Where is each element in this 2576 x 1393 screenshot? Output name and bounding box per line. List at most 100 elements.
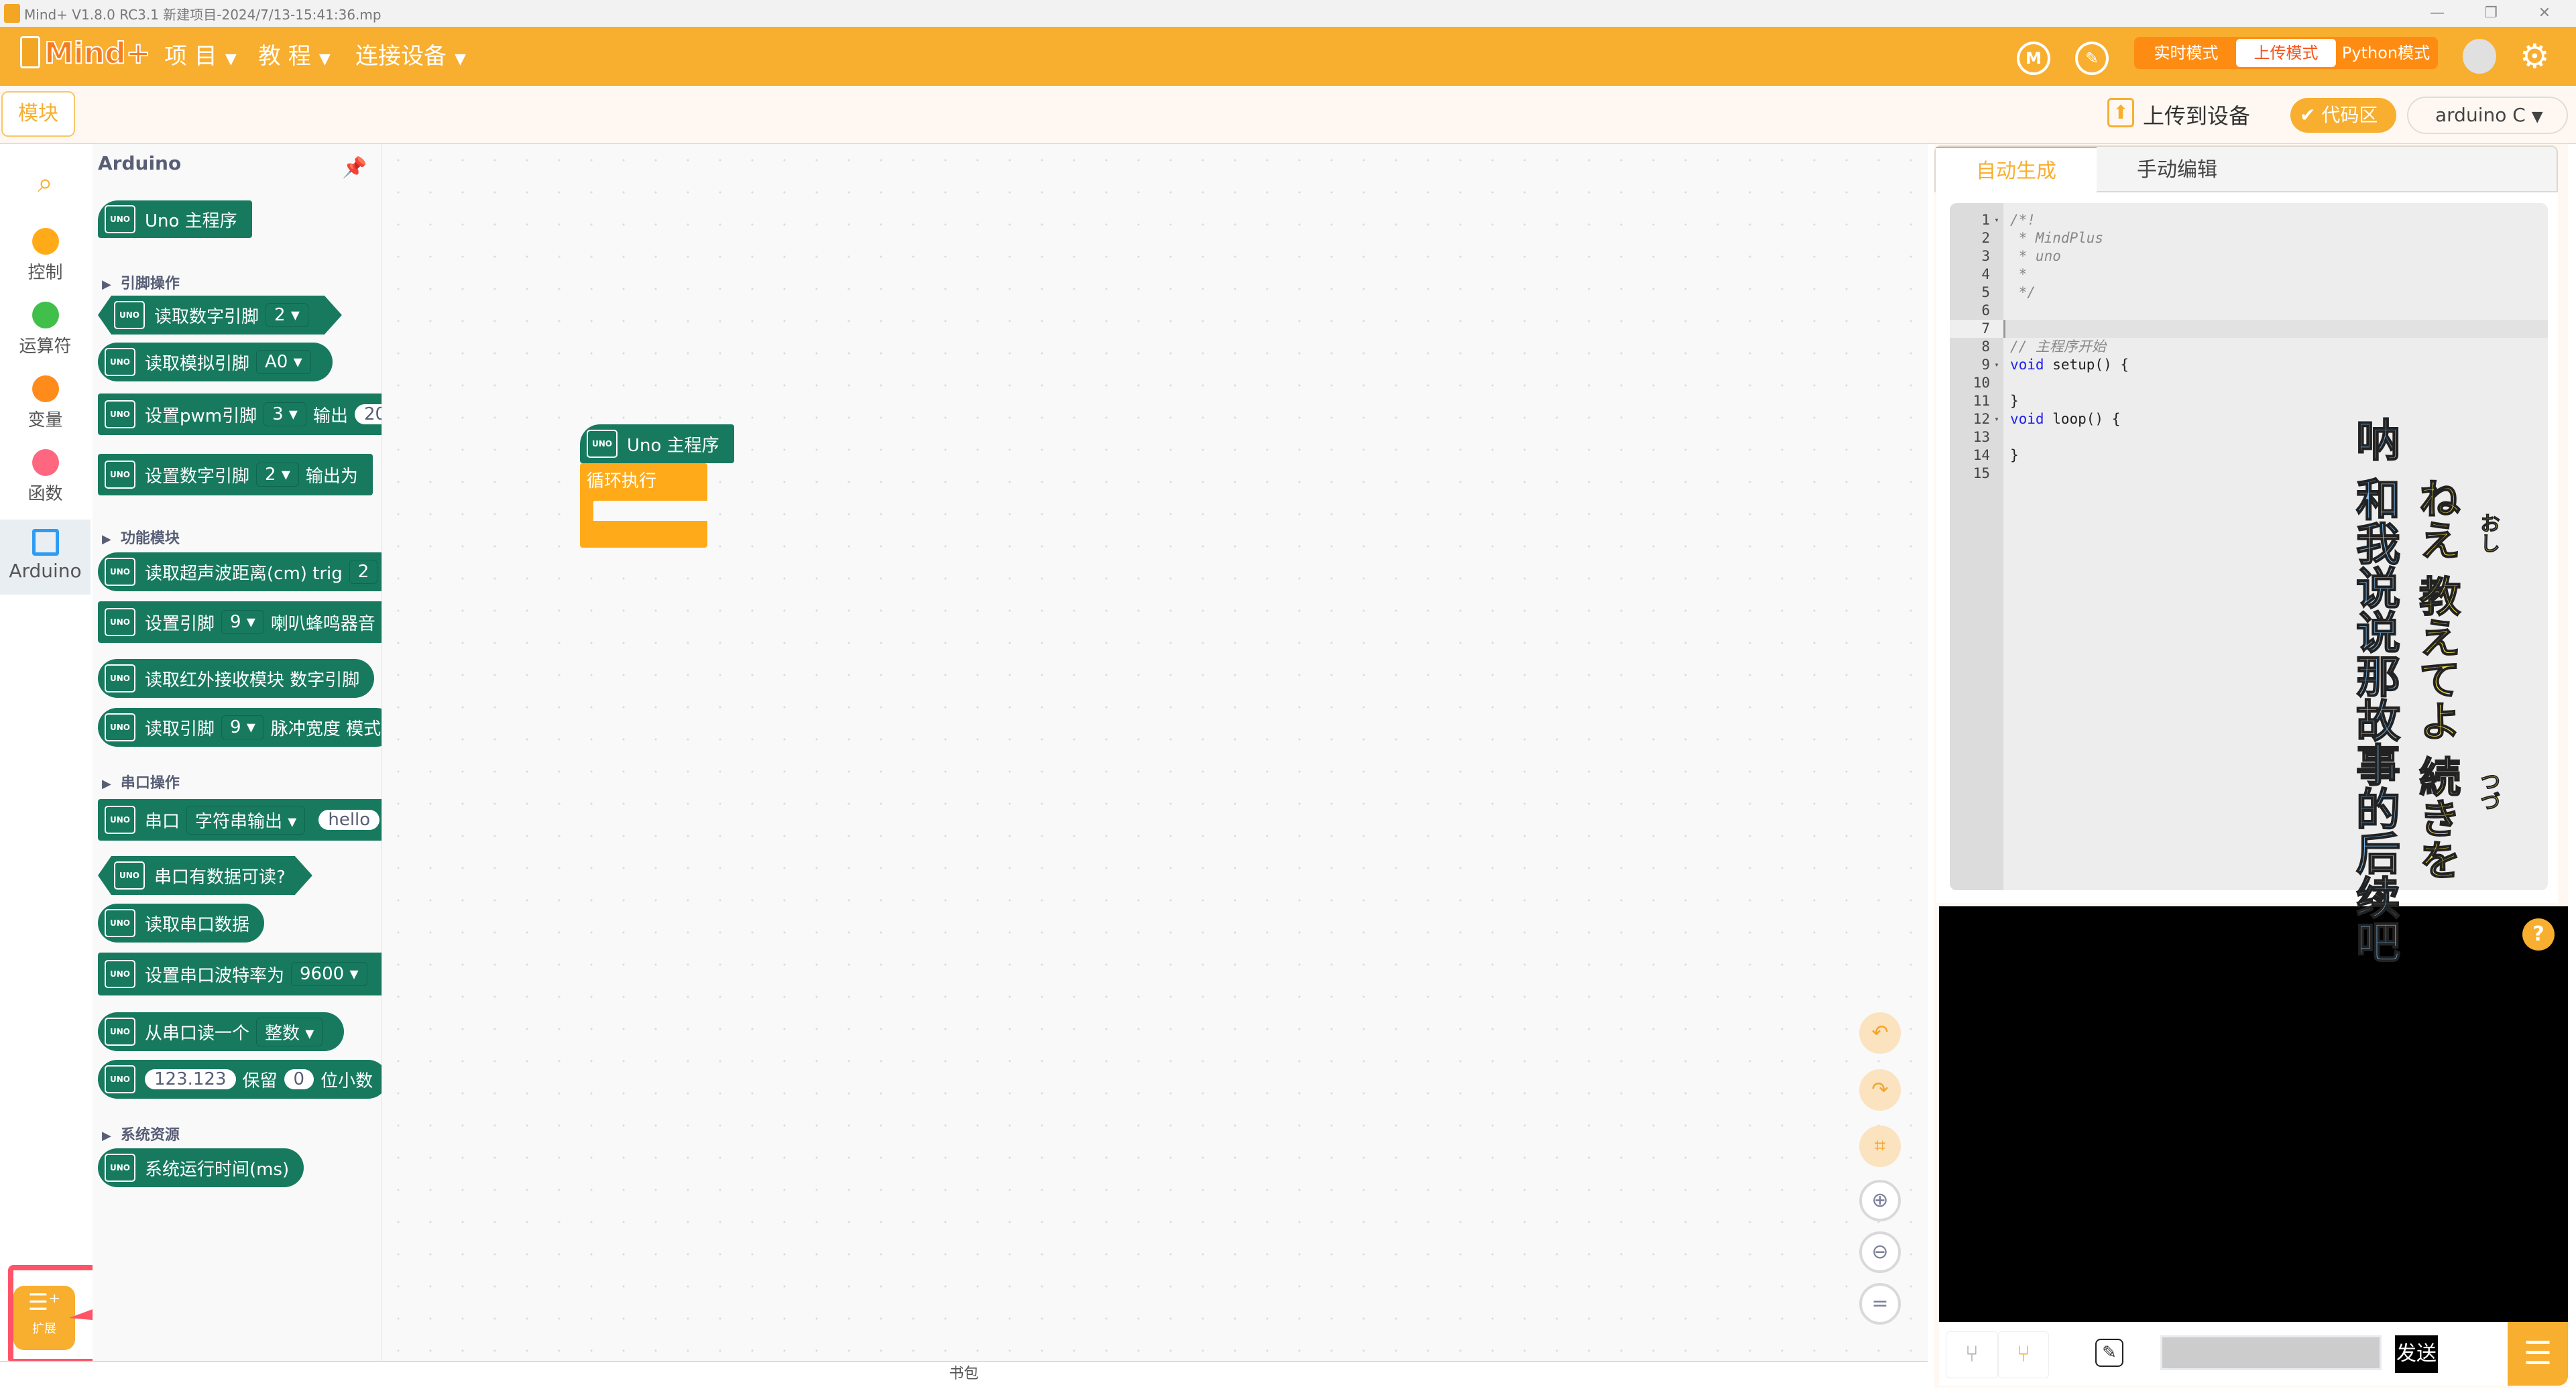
- fold-icon[interactable]: [1990, 392, 2003, 410]
- pin-dropdown[interactable]: A0 ▾: [256, 350, 311, 374]
- category-dot: [32, 228, 59, 255]
- dropdown-value: 3: [272, 404, 284, 424]
- baud-dropdown[interactable]: 9600 ▾: [291, 962, 367, 986]
- pin-dropdown[interactable]: 9 ▾: [221, 610, 264, 634]
- gear-icon[interactable]: ⚙: [2520, 37, 2550, 76]
- tab-auto-generate[interactable]: 自动生成: [1936, 147, 2097, 194]
- restore-button[interactable]: ❐: [2484, 5, 2498, 21]
- mode-realtime[interactable]: 实时模式: [2154, 44, 2219, 62]
- fold-icon[interactable]: [1990, 302, 2003, 320]
- fold-icon[interactable]: [1990, 247, 2003, 265]
- fold-icon[interactable]: ▾: [1994, 414, 1999, 424]
- code-area-toggle[interactable]: ✔ 代码区: [2290, 98, 2396, 133]
- pin-dropdown[interactable]: 2 ▾: [266, 303, 308, 327]
- usb-disconnect-icon[interactable]: ⑂: [1998, 1331, 2049, 1378]
- chart-icon[interactable]: M: [2017, 42, 2050, 75]
- extension-button[interactable]: ☰⁺扩展: [13, 1286, 75, 1350]
- send-button[interactable]: 发送: [2395, 1335, 2438, 1373]
- list-menu-icon[interactable]: ☰: [2508, 1322, 2568, 1386]
- pin-dropdown[interactable]: 2: [349, 560, 378, 584]
- fold-icon[interactable]: [1990, 446, 2003, 465]
- fold-icon[interactable]: [1990, 265, 2003, 284]
- fold-icon[interactable]: [1990, 284, 2003, 302]
- fold-icon[interactable]: [1990, 320, 2003, 338]
- language-select[interactable]: arduino C ▼: [2407, 97, 2568, 134]
- digits-input[interactable]: 0: [284, 1069, 314, 1089]
- menu-tutorial[interactable]: 教 程▼: [258, 40, 331, 72]
- line-number-text: 2: [1981, 230, 1990, 246]
- category-operators[interactable]: 运算符: [0, 302, 91, 357]
- edit-icon[interactable]: ✎: [2075, 42, 2109, 75]
- section-function-modules[interactable]: 功能模块: [102, 526, 180, 548]
- serial-input[interactable]: [2160, 1335, 2382, 1370]
- chip-icon: [32, 529, 59, 556]
- avatar[interactable]: [2463, 39, 2496, 74]
- pin-dropdown[interactable]: 3 ▾: [264, 402, 306, 426]
- fold-icon[interactable]: [1990, 374, 2003, 392]
- section-pin-ops[interactable]: 引脚操作: [102, 271, 180, 293]
- value-input[interactable]: hello: [318, 810, 380, 830]
- mode-upload[interactable]: 上传模式: [2236, 39, 2336, 67]
- value-input[interactable]: 123.123: [145, 1069, 236, 1089]
- value-input[interactable]: 20: [355, 404, 382, 424]
- backpack-bar[interactable]: 书包: [0, 1361, 1928, 1388]
- reset-zoom-icon[interactable]: =: [1859, 1283, 1901, 1325]
- code-line: */: [2010, 284, 2036, 302]
- fold-icon[interactable]: [1990, 428, 2003, 446]
- menu-connect-device[interactable]: 连接设备▼: [355, 40, 466, 72]
- category-variables[interactable]: 变量: [0, 375, 91, 431]
- zoom-in-icon[interactable]: ⊕: [1859, 1180, 1901, 1221]
- type-dropdown[interactable]: 整数 ▾: [256, 1017, 323, 1046]
- help-button[interactable]: ?: [2522, 918, 2555, 951]
- fold-icon[interactable]: [1990, 229, 2003, 247]
- menu-project[interactable]: 项 目▼: [164, 40, 237, 72]
- upload-to-device-button[interactable]: 上传到设备: [2143, 103, 2251, 129]
- fold-icon[interactable]: ▾: [1994, 215, 1999, 225]
- fold-icon[interactable]: [1990, 465, 2003, 483]
- tab-blocks[interactable]: 模块: [1, 91, 75, 137]
- tab-manual-edit[interactable]: 手动编辑: [2137, 158, 2217, 182]
- usb-connect-icon[interactable]: ⑂: [1946, 1331, 1998, 1378]
- mode-dropdown[interactable]: 字符串输出 ▾: [186, 805, 306, 835]
- search-icon[interactable]: ⌕: [38, 168, 53, 198]
- fold-icon[interactable]: [1990, 338, 2003, 356]
- category-arduino[interactable]: Arduino: [0, 520, 91, 595]
- zoom-out-icon[interactable]: ⊖: [1859, 1231, 1901, 1273]
- section-system[interactable]: 系统资源: [102, 1123, 180, 1144]
- workspace-loop-block[interactable]: 循环执行: [580, 463, 707, 548]
- close-button[interactable]: ✕: [2538, 5, 2551, 21]
- redo-icon[interactable]: ↷: [1859, 1069, 1901, 1111]
- section-serial-ops[interactable]: 串口操作: [102, 771, 180, 792]
- pin-dropdown[interactable]: 2 ▾: [256, 463, 299, 487]
- clear-icon[interactable]: ✎: [2095, 1339, 2123, 1367]
- category-functions[interactable]: 函数: [0, 449, 91, 505]
- undo-icon[interactable]: ↶: [1859, 1012, 1901, 1054]
- pin-dropdown[interactable]: 9 ▾: [221, 715, 264, 739]
- pin-icon[interactable]: 📌: [342, 156, 367, 180]
- fold-icon[interactable]: ▾: [1994, 360, 1999, 369]
- crop-icon[interactable]: ⌗: [1859, 1126, 1901, 1167]
- minimize-button[interactable]: —: [2430, 5, 2445, 21]
- mode-python[interactable]: Python模式: [2341, 44, 2431, 62]
- category-control[interactable]: 控制: [0, 228, 91, 284]
- upload-icon[interactable]: ⬆: [2107, 98, 2134, 127]
